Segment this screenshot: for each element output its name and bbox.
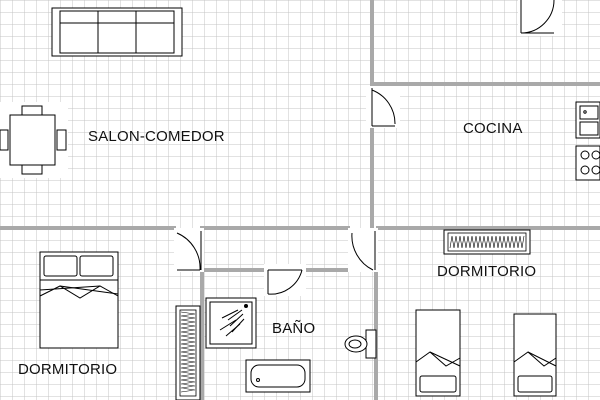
wall-upper-partition bbox=[370, 0, 374, 86]
sofa bbox=[51, 7, 183, 57]
room-label-salon-comedor: SALON-COMEDOR bbox=[88, 128, 225, 145]
door-bano bbox=[264, 264, 306, 296]
dining-table-icon bbox=[0, 102, 68, 178]
wall-bano-top-left bbox=[204, 268, 266, 272]
wall-salon-bottom-left bbox=[0, 226, 176, 230]
cooktop-icon bbox=[575, 145, 600, 181]
room-label-cocina: COCINA bbox=[463, 120, 523, 137]
radiator-icon bbox=[443, 229, 531, 255]
single-bed-icon bbox=[415, 309, 461, 397]
wall-bano-top-right bbox=[304, 268, 350, 272]
wall-middle-partition bbox=[370, 126, 374, 228]
single-bed-icon bbox=[513, 313, 557, 397]
kitchen-sink-icon bbox=[575, 101, 600, 139]
wall-dormitorio-top bbox=[376, 226, 600, 230]
toilet-icon bbox=[344, 329, 377, 359]
shower-icon bbox=[205, 297, 257, 349]
bathtub-icon bbox=[245, 359, 311, 393]
wall-bano-left bbox=[200, 230, 204, 400]
room-label-bano: BAÑO bbox=[272, 320, 316, 337]
room-label-dormitorio-right: DORMITORIO bbox=[437, 263, 537, 280]
double-bed-icon bbox=[39, 251, 119, 349]
door-dormitorio-right bbox=[348, 228, 378, 272]
wall-cocina-top bbox=[374, 82, 600, 86]
room-label-dormitorio-left: DORMITORIO bbox=[18, 361, 118, 378]
wall-salon-bottom-middle bbox=[200, 226, 350, 230]
door-salon-cocina bbox=[366, 86, 400, 128]
wardrobe-icon bbox=[175, 305, 201, 400]
door-dormitorio-left bbox=[174, 228, 204, 272]
door-top-right bbox=[518, 0, 562, 36]
